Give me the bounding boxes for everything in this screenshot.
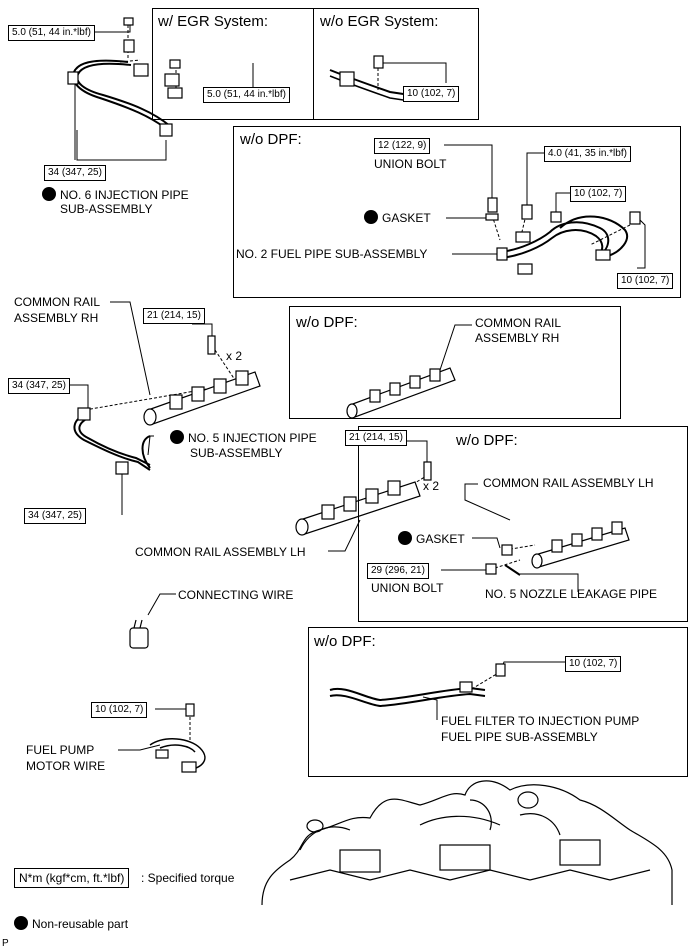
torque-rail-lh-bolt: 21 (214, 15) (345, 430, 407, 446)
label-pipe5: NO. 5 INJECTION PIPE (170, 430, 317, 445)
label-fuel-pipe2: NO. 2 FUEL PIPE SUB-ASSEMBLY (236, 247, 428, 261)
label-union-bolt-lh: UNION BOLT (371, 581, 444, 595)
torque-pipe6-top: 5.0 (51, 44 in.*lbf) (8, 25, 95, 41)
label-pump-wire: FUEL PUMP (26, 743, 95, 757)
label-filter-pipe: FUEL FILTER TO INJECTION PUMP (441, 714, 640, 728)
label-nozzle-pipe: NO. 5 NOZZLE LEAKAGE PIPE (485, 587, 658, 601)
torque-fuel2-bolt: 4.0 (41, 35 in.*lbf) (544, 146, 631, 162)
panel-dpf-top (233, 126, 681, 298)
label-connecting-wire: CONNECTING WIRE (178, 588, 294, 602)
legend-torque-text: : Specified torque (141, 871, 235, 885)
label-rail-lh: COMMON RAIL ASSEMBLY LH (135, 545, 306, 559)
torque-union-bolt-lh: 29 (296, 21) (367, 563, 429, 579)
label-rail-rh-b: ASSEMBLY RH (14, 311, 99, 325)
torque-egr-bolt: 10 (102, 7) (403, 86, 460, 102)
torque-pipe5-lower: 34 (347, 25) (24, 508, 86, 524)
torque-fuel2-nut: 10 (102, 7) (570, 186, 627, 202)
torque-rail-rh-bolt: 21 (214, 15) (143, 308, 205, 324)
label-x2-b: x 2 (423, 479, 440, 493)
nonreusable-dot (364, 210, 378, 224)
panel-dpf-rail-rh (289, 306, 621, 419)
panel-dpf-rail-lh (358, 426, 688, 622)
torque-pipe6-nut: 34 (347, 25) (44, 165, 106, 181)
nonreusable-dot (398, 531, 412, 545)
panel-dpf-filter (308, 627, 688, 777)
label-pump-wire-b: MOTOR WIRE (26, 759, 106, 773)
legend-nonreusable: Non-reusable part (14, 916, 128, 931)
panel-title-dpf-rail-lh: w/o DPF: (456, 432, 518, 449)
label-pipe5-b: SUB-ASSEMBLY (190, 446, 283, 460)
torque-pipe5-upper: 34 (347, 25) (8, 378, 70, 394)
legend-torque-box: N*m (kgf*cm, ft.*lbf) (14, 868, 130, 888)
label-x2-a: x 2 (226, 349, 243, 363)
panel-title-dpf-filter: w/o DPF: (314, 633, 376, 650)
nonreusable-dot (14, 916, 28, 930)
panel-title-dpf-rail-rh: w/o DPF: (296, 314, 358, 331)
label-gasket-top: GASKET (364, 210, 431, 225)
torque-filter-bolt: 10 (102, 7) (565, 656, 622, 672)
panel-egr-without (313, 8, 479, 120)
panel-title-dpf-top: w/o DPF: (240, 131, 302, 148)
nonreusable-dot (170, 430, 184, 444)
torque-egr-clamp: 5.0 (51, 44 in.*lbf) (203, 87, 290, 103)
torque-pump-wire: 10 (102, 7) (91, 702, 148, 718)
torque-union-bolt-top: 12 (122, 9) (374, 138, 431, 154)
label-rail-rh: COMMON RAIL (14, 295, 101, 309)
nonreusable-dot (42, 187, 56, 201)
label-rail-lh-dpf: COMMON RAIL ASSEMBLY LH (483, 476, 654, 490)
label-pipe6-b: SUB-ASSEMBLY (60, 202, 153, 216)
label-gasket-lh: GASKET (398, 531, 465, 546)
label-rail-rh-dpf-b: ASSEMBLY RH (475, 331, 560, 345)
label-rail-rh-dpf: COMMON RAIL (475, 316, 562, 330)
label-union-bolt-top: UNION BOLT (374, 157, 447, 171)
panel-title-egr-without: w/o EGR System: (320, 13, 439, 30)
engine-silhouette (261, 780, 673, 906)
torque-fuel2-bolt2: 10 (102, 7) (617, 273, 674, 289)
corner-code: P (2, 938, 9, 949)
label-filter-pipe-b: FUEL PIPE SUB-ASSEMBLY (441, 730, 598, 744)
label-pipe6: NO. 6 INJECTION PIPE (42, 187, 189, 202)
panel-title-egr-with: w/ EGR System: (158, 13, 269, 30)
